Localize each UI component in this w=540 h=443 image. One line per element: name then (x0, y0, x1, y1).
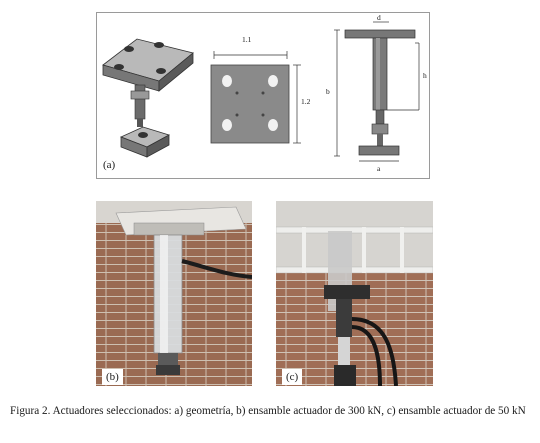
dim-1-1: 1.1 (242, 35, 252, 44)
dim-h: h (423, 71, 427, 80)
plan-view-plate (210, 51, 301, 144)
figure-caption: Figura 2. Actuadores seleccionados: a) g… (10, 404, 534, 418)
dim-1-2: 1.2 (301, 97, 311, 106)
panel-b-label: (b) (102, 369, 123, 385)
dim-a: a (377, 164, 381, 173)
side-elevation (334, 21, 420, 162)
geometry-panel: 1.1 1.2 d b h a (a) (96, 12, 430, 179)
panel-a-label: (a) (103, 159, 116, 171)
dim-d: d (377, 13, 381, 22)
isometric-actuator (102, 38, 194, 158)
photo-actuator-300kn: (b) (96, 201, 252, 386)
photo-actuator-50kn: (c) (276, 201, 433, 386)
geometry-drawing (102, 21, 420, 162)
dim-b: b (326, 87, 330, 96)
caption-prefix: Figura 2. (10, 405, 51, 417)
caption-text: Actuadores seleccionados: a) geometría, … (52, 405, 526, 417)
photo-50kn-illustration (276, 201, 433, 386)
photo-300kn-illustration (96, 201, 252, 386)
panel-c-label: (c) (282, 369, 303, 385)
